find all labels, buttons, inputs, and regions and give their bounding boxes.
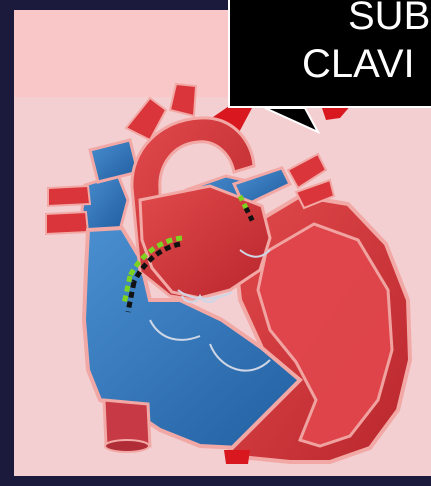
- bottom-red-stub: [224, 450, 250, 464]
- superior-vena-cava: [82, 140, 138, 232]
- callout-line-1: SUB: [348, 0, 430, 36]
- callout-pointer: [265, 108, 318, 132]
- callout-line-2: CLAVI: [302, 44, 415, 84]
- callout-box: SUB CLAVI: [228, 0, 431, 108]
